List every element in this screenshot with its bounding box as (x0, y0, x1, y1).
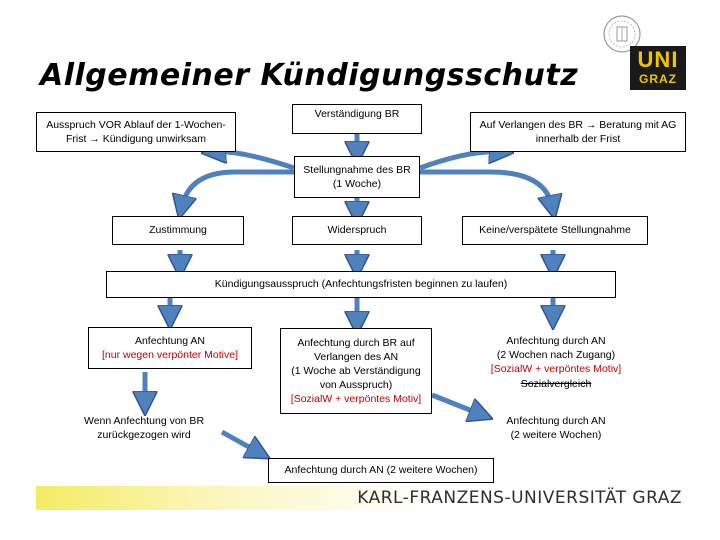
box-anfechtung-weitere-bottom: Anfechtung durch AN (2 weitere Wochen) (268, 458, 494, 483)
box-zustimmung-text: Zustimmung (149, 224, 207, 237)
page-title: Allgemeiner Kündigungsschutz (40, 58, 579, 93)
box-anfechtung-br-line1: Anfechtung durch BR auf Verlangen des AN (297, 336, 415, 363)
box-widerspruch-text: Widerspruch (327, 224, 387, 237)
box-anfechtung-br: Anfechtung durch BR auf Verlangen des AN… (280, 328, 432, 414)
university-seal-icon (603, 15, 641, 53)
arrow-stellungnahme-verlangen (419, 152, 500, 171)
anfechtung-an-right-line1: Anfechtung durch AN (506, 335, 606, 347)
box-ausspruch-vor-ablauf-text: Ausspruch VOR Ablauf der 1-Wochen-Frist … (46, 118, 226, 145)
anfechtung-an-right-line3: [SozialW + verpöntes Motiv] (490, 363, 622, 376)
box-kuendigungsausspruch-text: Kündigungsausspruch (Anfechtungsfristen … (214, 278, 508, 291)
anfechtung-an-right-line2: (2 Wochen nach Zugang) (496, 349, 616, 362)
box-anfechtung-an-line2: [nur wegen verpönter Motive] (102, 349, 238, 361)
arrow-zurueckgezogen-bottom (220, 429, 258, 452)
box-ausspruch-vor-ablauf: Ausspruch VOR Ablauf der 1-Wochen-Frist … (36, 112, 236, 152)
logo-line-1: UNI (637, 47, 679, 72)
box-anfechtung-an: Anfechtung AN [nur wegen verpönter Motiv… (88, 327, 252, 369)
arrow-stellungnahme-zustimmung (182, 169, 294, 206)
zurueckgezogen-text: Wenn Anfechtung von BR zurückgezogen wir… (83, 415, 205, 442)
box-kuendigungsausspruch: Kündigungsausspruch (Anfechtungsfristen … (106, 271, 616, 298)
box-anfechtung-br-line3: [SozialW + verpöntes Motiv] (290, 393, 422, 406)
anfechtung-weitere-right-line1: Anfechtung durch AN (506, 415, 606, 427)
box-anfechtung-weitere-bottom-text: Anfechtung durch AN (2 weitere Wochen) (284, 464, 478, 477)
box-stellungnahme: Stellungnahme des BR (1 Woche) (294, 156, 420, 198)
anfechtung-an-right-line4: Sozialvergleich (520, 377, 592, 390)
footer-university: KARL-FRANZENS-UNIVERSITÄT GRAZ (357, 488, 682, 508)
box-stellungnahme-line1: Stellungnahme des BR (303, 163, 411, 176)
box-verstaendigung-br-text: Verständigung BR (314, 108, 400, 120)
box-verstaendigung-br: Verständigung BR (292, 104, 422, 134)
box-verlangen-beratung: Auf Verlangen des BR → Beratung mit AG i… (470, 112, 686, 152)
uni-graz-logo: UNI GRAZ (630, 46, 686, 90)
box-keine-stellungnahme: Keine/verspätete Stellungnahme (462, 216, 648, 245)
arrow-stellungnahme-keine (420, 169, 552, 206)
arrow-stellungnahme-vor-ablauf (215, 152, 295, 171)
box-anfechtung-an-line1: Anfechtung AN (134, 334, 206, 347)
logo-line-2: GRAZ (639, 72, 677, 86)
box-anfechtung-br-line2: (1 Woche ab Verständigung von Ausspruch) (291, 364, 421, 392)
box-verlangen-beratung-text: Auf Verlangen des BR → Beratung mit AG i… (479, 118, 677, 145)
box-widerspruch: Widerspruch (292, 216, 422, 245)
box-zustimmung: Zustimmung (112, 216, 244, 245)
anfechtung-weitere-right: Anfechtung durch AN (2 weitere Wochen) (476, 414, 636, 442)
box-stellungnahme-line2: (1 Woche) (332, 178, 382, 190)
footer-bar (36, 486, 684, 510)
anfechtung-an-right: Anfechtung durch AN (2 Wochen nach Zugan… (474, 334, 638, 391)
arrow-anfechtung-br-weitere-right (431, 392, 480, 414)
box-keine-stellungnahme-text: Keine/verspätete Stellungnahme (479, 224, 631, 237)
anfechtung-weitere-right-line2: (2 weitere Wochen) (510, 429, 602, 442)
zurueckgezogen: Wenn Anfechtung von BR zurückgezogen wir… (62, 414, 226, 442)
